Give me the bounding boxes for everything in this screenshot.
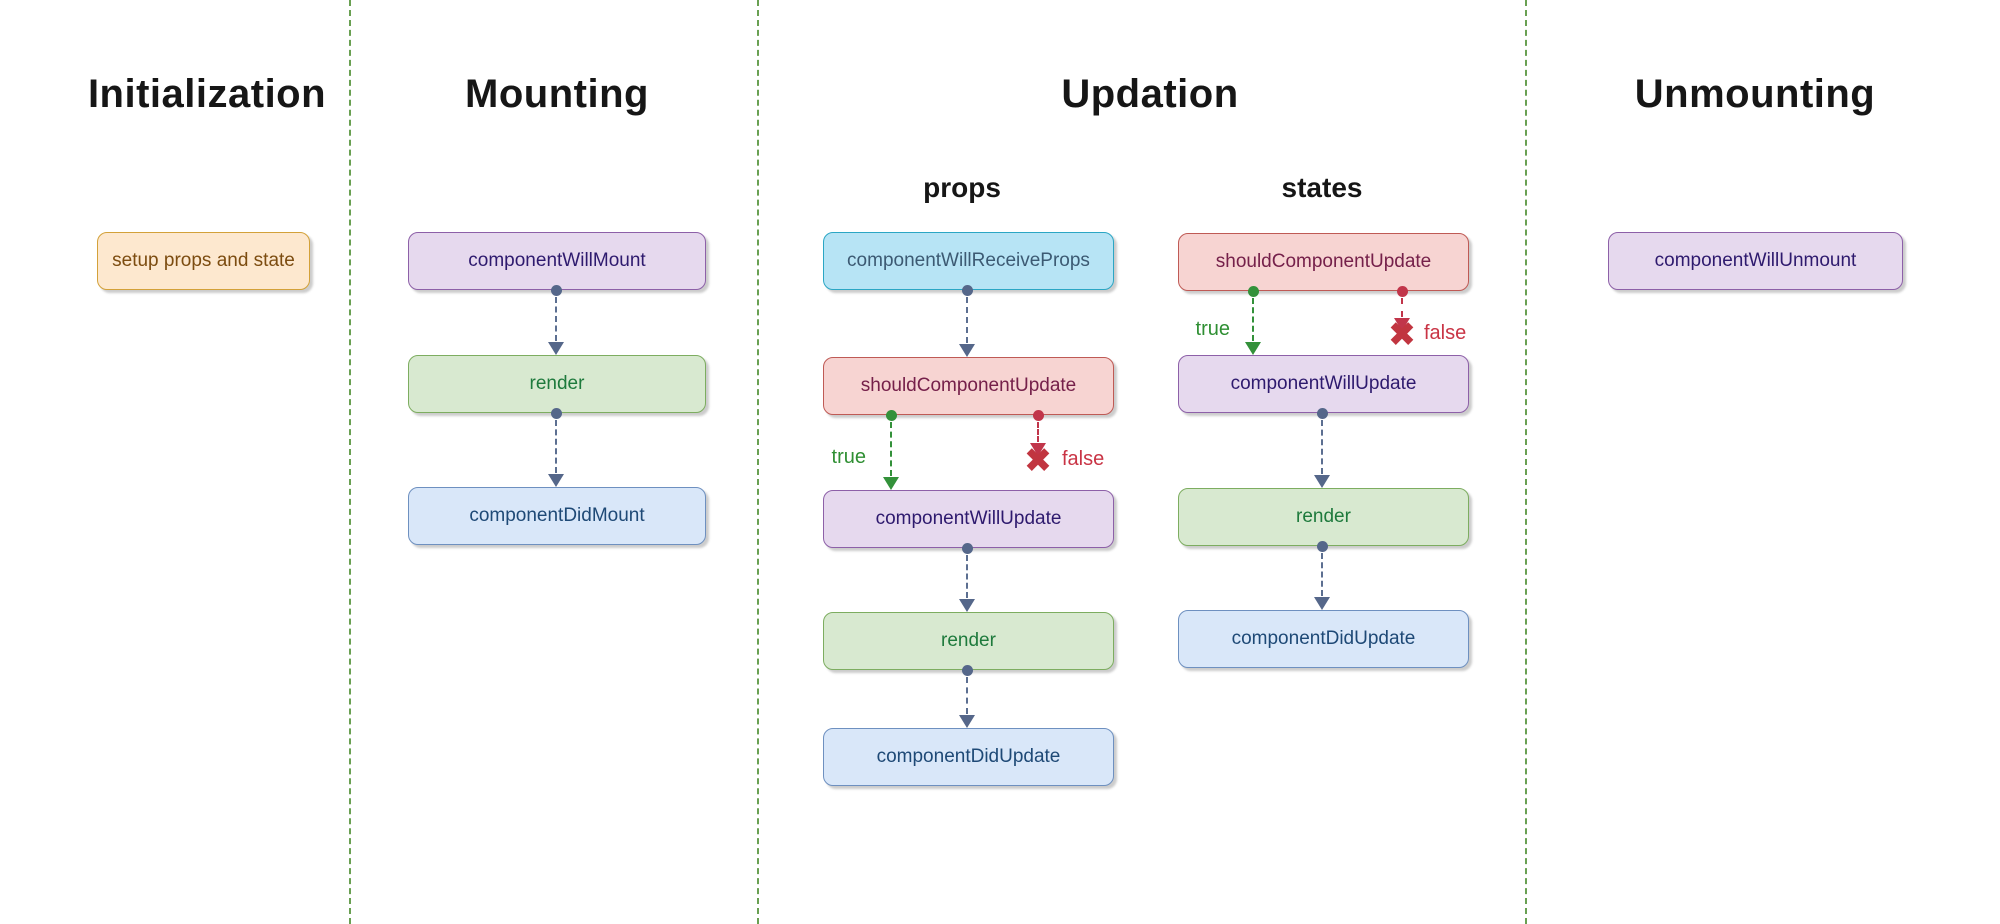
arrowhead-icon <box>1314 597 1330 610</box>
node-component-did-update-states: componentDidUpdate <box>1178 610 1469 668</box>
node-setup-props-and-state: setup props and state <box>97 232 310 290</box>
branch-label-false: false <box>1424 322 1467 344</box>
node-component-will-update-states: componentWillUpdate <box>1178 355 1469 413</box>
arrowhead-icon <box>1394 318 1410 331</box>
reject-x-icon: ✖ <box>1023 442 1053 480</box>
arrowhead-icon <box>959 344 975 357</box>
node-component-will-mount: componentWillMount <box>408 232 706 290</box>
branch-label-true: true <box>1195 318 1230 340</box>
arrow-dashed-line <box>1321 553 1323 596</box>
arrow-dashed-line <box>555 420 557 473</box>
arrow-dashed-line <box>966 297 968 343</box>
phase-separator <box>349 0 351 924</box>
node-component-did-mount: componentDidMount <box>408 487 706 545</box>
arrow-start-dot <box>550 285 562 296</box>
node-component-will-unmount: componentWillUnmount <box>1608 232 1903 290</box>
arrow-start-dot <box>1396 286 1408 297</box>
arrow-dashed-line <box>966 555 968 598</box>
node-render-props: render <box>823 612 1114 670</box>
branch-label-true: true <box>831 446 866 468</box>
node-render-mounting: render <box>408 355 706 413</box>
phase-separator <box>1525 0 1527 924</box>
phase-title-mounting: Mounting <box>465 72 649 116</box>
arrow-start-dot <box>885 410 897 421</box>
arrow-start-dot <box>550 408 562 419</box>
arrow-dashed-line <box>890 422 892 476</box>
arrow-dashed-line <box>1401 298 1403 317</box>
flow-arrow <box>1314 541 1330 610</box>
arrowhead-icon <box>959 599 975 612</box>
arrow-start-dot <box>1247 286 1259 297</box>
flow-arrow <box>548 285 564 355</box>
node-should-component-update-props: shouldComponentUpdate <box>823 357 1114 415</box>
flow-arrow <box>548 408 564 487</box>
arrow-start-dot <box>961 285 973 296</box>
node-component-did-update-props: componentDidUpdate <box>823 728 1114 786</box>
subcolumn-title-states: states <box>1281 172 1363 203</box>
arrow-start-dot <box>1316 541 1328 552</box>
node-should-component-update-states: shouldComponentUpdate <box>1178 233 1469 291</box>
arrowhead-icon <box>548 342 564 355</box>
arrowhead-icon <box>548 474 564 487</box>
arrow-dashed-line <box>966 677 968 714</box>
reject-x-icon: ✖ <box>1387 316 1417 354</box>
flow-arrow-true <box>883 410 899 490</box>
subcolumn-title-props: props <box>923 172 1001 203</box>
arrow-dashed-line <box>555 297 557 341</box>
phase-separator <box>757 0 759 924</box>
flow-arrow-true <box>1245 286 1261 355</box>
flow-arrow <box>959 285 975 357</box>
flow-arrow <box>959 543 975 612</box>
arrow-start-dot <box>961 543 973 554</box>
phase-title-initialization: Initialization <box>87 72 327 116</box>
arrowhead-icon <box>959 715 975 728</box>
arrow-dashed-line <box>1252 298 1254 341</box>
arrow-dashed-line <box>1321 420 1323 474</box>
node-component-will-update-props: componentWillUpdate <box>823 490 1114 548</box>
arrow-start-dot <box>961 665 973 676</box>
arrow-start-dot <box>1032 410 1044 421</box>
arrowhead-icon <box>1030 443 1046 456</box>
arrowhead-icon <box>1245 342 1261 355</box>
branch-label-false: false <box>1062 448 1105 470</box>
flow-arrow <box>959 665 975 728</box>
arrowhead-icon <box>1314 475 1330 488</box>
flow-arrow-false <box>1030 410 1046 456</box>
arrowhead-icon <box>883 477 899 490</box>
phase-title-unmounting: Unmounting <box>1634 72 1876 116</box>
flow-arrow-false <box>1394 286 1410 331</box>
arrow-dashed-line <box>1037 422 1039 442</box>
node-component-will-receive-props: componentWillReceiveProps <box>823 232 1114 290</box>
flow-arrow <box>1314 408 1330 488</box>
phase-title-updation: Updation <box>1061 72 1239 116</box>
node-render-states: render <box>1178 488 1469 546</box>
arrow-start-dot <box>1316 408 1328 419</box>
